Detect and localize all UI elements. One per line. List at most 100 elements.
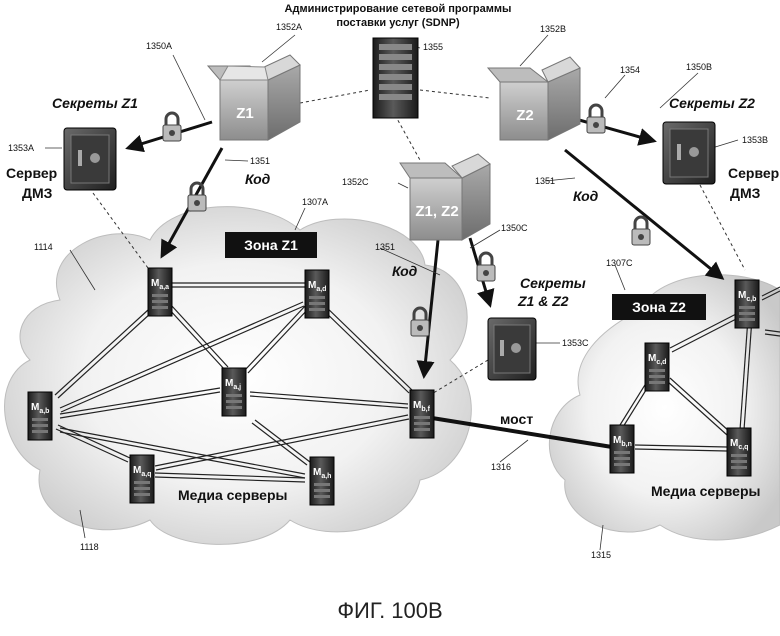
link-cb-edge2	[764, 329, 780, 337]
arrow-z2-code	[564, 148, 725, 280]
ref-code-a: 1351	[250, 156, 270, 166]
media-server-ma-d: Ma,d	[304, 269, 330, 319]
padlock-icon	[187, 181, 207, 212]
link-bn-cq	[634, 444, 728, 452]
padlock-icon	[586, 103, 606, 134]
secrets-z1z2-line2: Z1 & Z2	[517, 293, 569, 309]
ref-box-c: 1352C	[342, 177, 369, 187]
dmz-right-line1: Сервер	[728, 165, 779, 181]
media-server-label: Mb,n	[613, 435, 632, 448]
cloud-right	[549, 274, 780, 541]
media-server-label: Ma,q	[133, 465, 151, 478]
secrets-z2-label: Секреты Z2	[669, 95, 755, 111]
ref-lock-b: 1350B	[686, 62, 712, 72]
code-label-b: Код	[573, 188, 599, 204]
cloud-left-caption: Медиа серверы	[178, 487, 287, 503]
link-ad-ab	[59, 301, 305, 413]
media-server-label: Mb,f	[413, 400, 431, 413]
box-z1-text: Z1	[236, 105, 254, 122]
ref-code-b: 1351	[535, 176, 555, 186]
link-cd-cq	[666, 377, 731, 436]
zone-z2-text: Зона Z2	[632, 299, 686, 315]
box-z1z2	[399, 153, 491, 241]
dmz-left-line2: ДМЗ	[22, 185, 53, 201]
ref-cloud-right-bottom: 1315	[591, 550, 611, 560]
media-server-label: Mc,d	[648, 353, 666, 366]
ref-cloud-left-bottom: 1118	[80, 542, 99, 552]
box-z2	[486, 56, 581, 141]
mesh-links	[54, 282, 780, 483]
link-ad-bf	[318, 302, 413, 394]
lock-icons	[162, 103, 651, 337]
ref-safe-a: 1353A	[8, 143, 34, 153]
figure-caption: ФИГ. 100B	[337, 598, 442, 623]
safe-z1z2	[487, 317, 537, 381]
box-z2-text: Z2	[516, 107, 534, 124]
cloud-right-caption: Медиа серверы	[651, 483, 760, 499]
media-server-label: Ma,d	[308, 280, 326, 293]
link-ab-ah	[59, 427, 306, 479]
media-server-mc-b: Mc,b	[734, 279, 760, 329]
bridge-link	[431, 416, 613, 449]
media-server-towers: Ma,a Ma,dMa,b Ma,jMa,q Ma,h Mb,f Mc,bMc,dMb,n…	[27, 267, 760, 506]
ref-box-a: 1352A	[276, 22, 302, 32]
code-label-a: Код	[245, 171, 271, 187]
ref-safe-b: 1353B	[742, 135, 768, 145]
link-aa-ad	[165, 282, 305, 288]
link-ab-aj	[59, 387, 221, 419]
media-server-mb-f: Mb,f	[409, 389, 435, 439]
dmz-right-line2: ДМЗ	[730, 185, 761, 201]
ref-box-b: 1352B	[540, 24, 566, 34]
sdnp-admin-server	[372, 37, 419, 119]
media-server-ma-q: Ma,q	[129, 454, 155, 504]
padlock-icon	[476, 251, 496, 282]
media-server-ma-a: Ma,a	[147, 267, 173, 317]
ref-lock-c: 1350C	[501, 223, 528, 233]
secrets-z1z2-line1: Секреты	[520, 275, 586, 291]
zone-z1-text: Зона Z1	[244, 237, 298, 253]
ref-admin: 1355	[423, 42, 443, 52]
ref-zone-z1: 1307A	[302, 197, 328, 207]
media-server-mb-n: Mb,n	[609, 424, 635, 474]
bridge-label: мост	[500, 411, 533, 427]
padlock-icon	[410, 306, 430, 337]
link-aj-ah	[251, 419, 311, 466]
safe-dmz-left	[63, 127, 117, 191]
link-cb-cd	[669, 311, 743, 353]
box-z1z2-text: Z1, Z2	[415, 203, 458, 220]
secrets-z1-label: Секреты Z1	[52, 95, 138, 111]
link-ad-aj	[244, 304, 310, 374]
code-label-c: Код	[392, 263, 418, 279]
zone-z1-label: Зона Z1	[225, 232, 317, 258]
ref-1354: 1354	[620, 65, 640, 75]
arrow-z2-secrets	[571, 116, 657, 146]
ref-bridge: 1316	[491, 462, 511, 472]
media-server-ma-h: Ma,h	[309, 456, 335, 506]
media-server-ma-b: Ma,b	[27, 391, 53, 441]
safe-dmz-right	[662, 121, 716, 185]
link-aj-bf	[249, 391, 409, 409]
link-aa-ab	[54, 309, 152, 399]
link-aq-ah	[154, 472, 306, 483]
media-server-ma-j: Ma,j	[221, 367, 247, 417]
media-server-label: Ma,j	[225, 378, 241, 391]
media-server-label: Mc,b	[738, 290, 756, 303]
dashed-links	[92, 89, 746, 396]
padlock-icon	[162, 111, 182, 142]
admin-title-line2: поставки услуг (SDNP)	[336, 17, 460, 29]
link-cb-cq	[739, 317, 753, 431]
ref-safe-c: 1353C	[562, 338, 589, 348]
ref-cloud-left-top: 1114	[34, 242, 53, 252]
media-server-label: Mc,q	[730, 438, 748, 451]
dmz-left-line1: Сервер	[6, 165, 57, 181]
link-ab-aq	[55, 424, 131, 463]
box-z1	[206, 54, 301, 141]
media-server-mc-d: Mc,d	[644, 342, 670, 392]
padlock-icon	[631, 215, 651, 246]
media-server-label: Ma,h	[313, 467, 331, 480]
ref-code-c: 1351	[375, 242, 395, 252]
zone-z2-label: Зона Z2	[612, 294, 706, 320]
arrow-z1z2-code	[416, 239, 440, 379]
link-cb-edge	[761, 286, 780, 301]
